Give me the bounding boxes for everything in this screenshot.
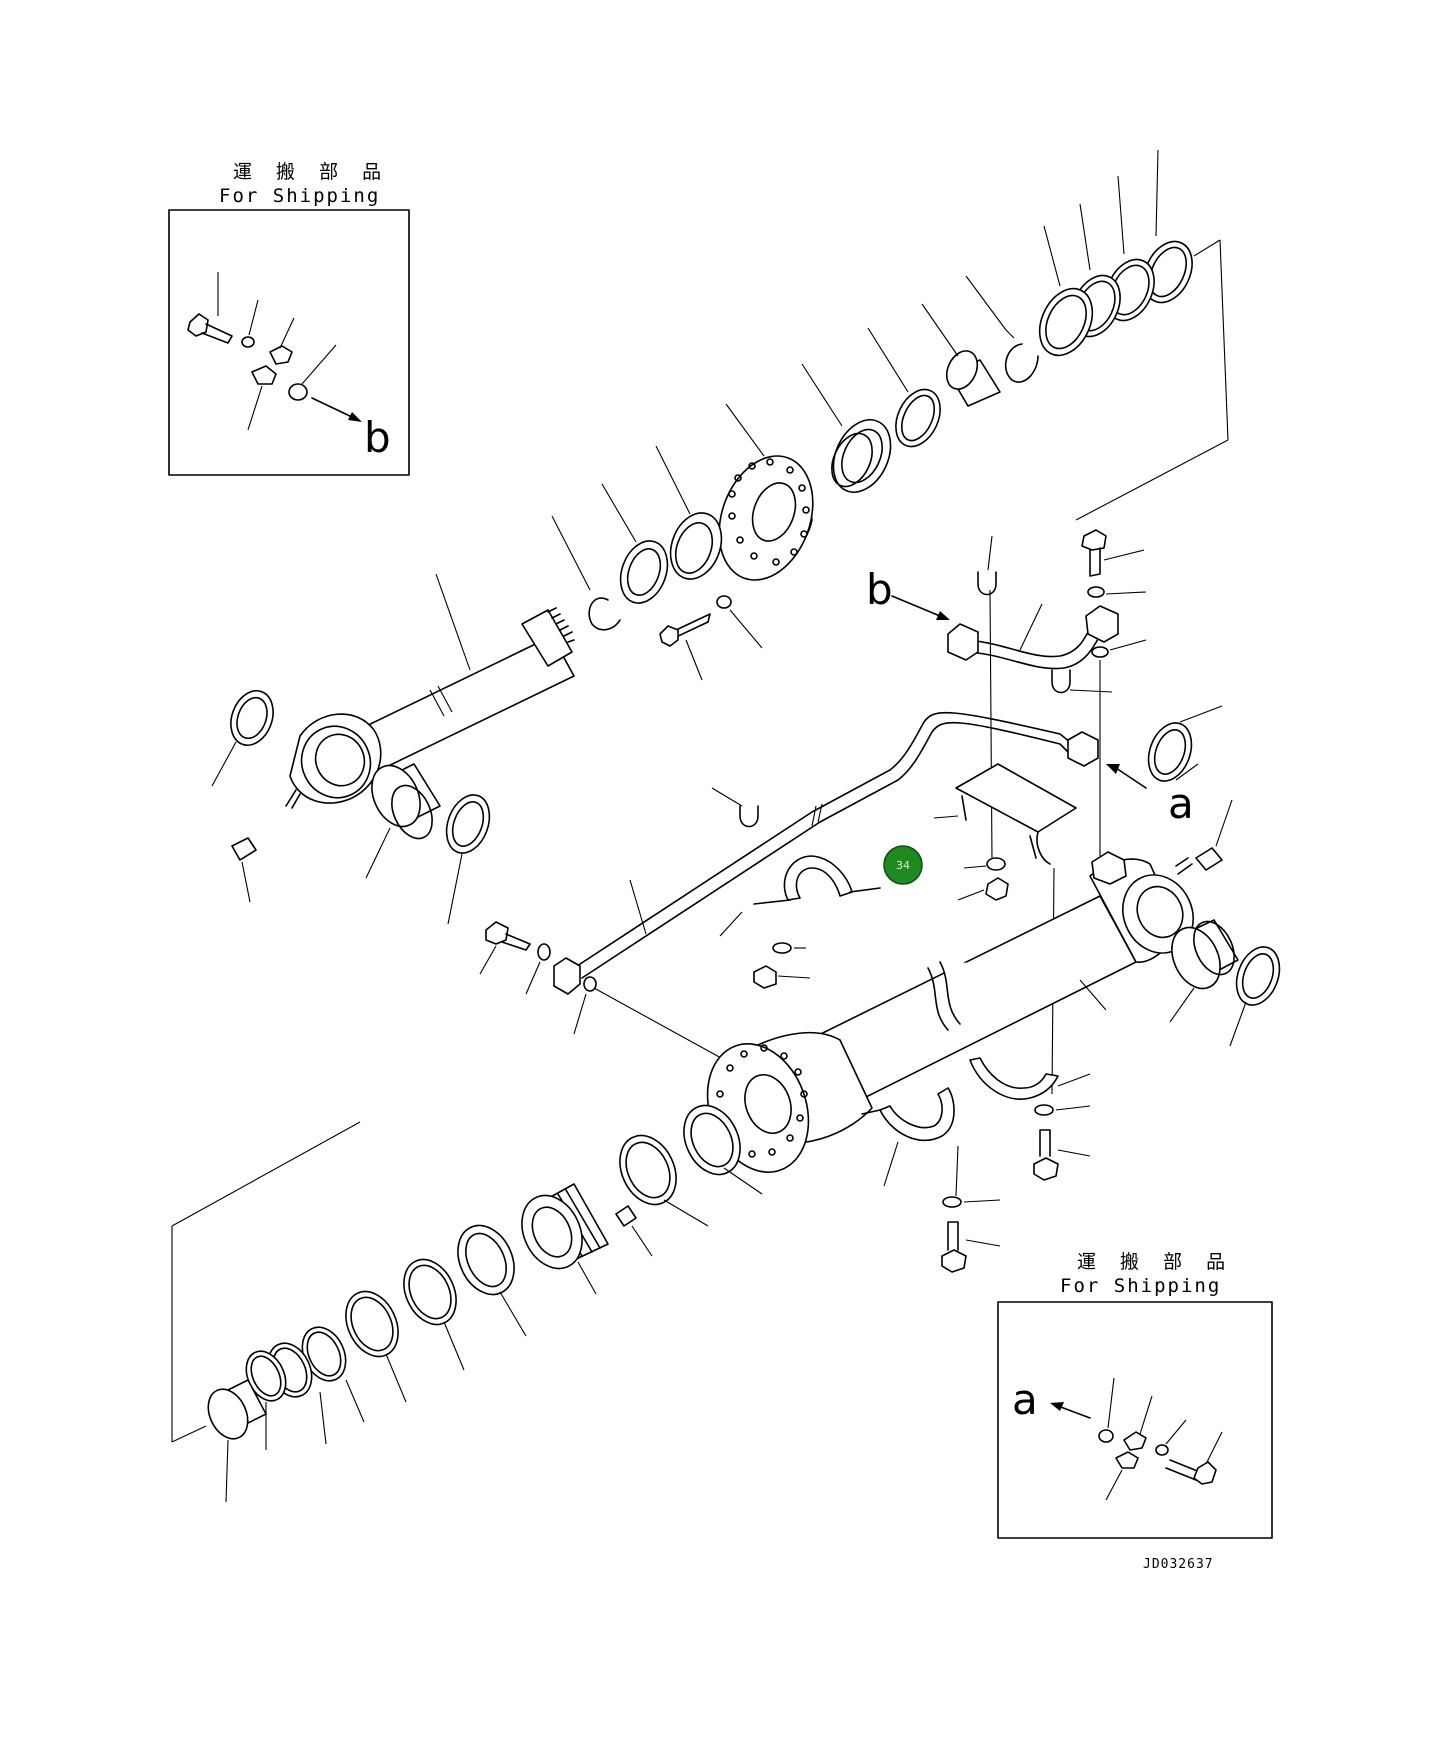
view-ref-a-arrow xyxy=(1106,764,1147,789)
cylinder-head xyxy=(718,403,814,581)
drawing-code: JD032637 xyxy=(1143,1557,1214,1572)
wear-ring xyxy=(619,1134,709,1227)
inset-b-washer xyxy=(241,299,259,348)
inset-b-clamp xyxy=(247,317,295,431)
view-ref-b: b xyxy=(866,565,893,614)
rod-bushing xyxy=(655,445,723,580)
inset-b-letter: b xyxy=(364,413,391,462)
tube-pin-seal xyxy=(1229,946,1281,1047)
rod-snap-ring xyxy=(551,515,621,631)
head-washer xyxy=(716,595,763,649)
seal-ring-stack xyxy=(551,149,1193,681)
piston-ring-6 xyxy=(245,1350,287,1450)
piston-ring-3 xyxy=(345,1290,407,1403)
dust-seal-1 xyxy=(1143,149,1193,304)
shipping-inset-a: 運 搬 部 品 For Shipping a xyxy=(997,1251,1273,1539)
top-washer xyxy=(1087,586,1147,598)
inset-a-arrow xyxy=(1050,1402,1091,1419)
pipe-end-washer xyxy=(525,943,551,995)
rod-seal xyxy=(601,483,669,604)
seal-ring-4 xyxy=(1038,225,1094,357)
inset-b-frame xyxy=(168,209,410,476)
piston-seal-stack xyxy=(207,1104,763,1503)
perspective-guides xyxy=(171,239,1229,1443)
cylinder-tube xyxy=(706,799,1281,1173)
upper-band xyxy=(719,855,881,937)
rod-packing xyxy=(801,363,892,493)
view-ref-b-arrow xyxy=(891,595,950,620)
top-oring xyxy=(1091,639,1147,856)
callout-34-label: 34 xyxy=(896,859,910,872)
top-bolt xyxy=(1081,529,1145,577)
shipping-label-jp-2: 運 搬 部 品 xyxy=(1077,1251,1234,1273)
inset-a-clamp xyxy=(1105,1395,1153,1501)
inset-a-washer xyxy=(1155,1419,1187,1456)
rod-pin-bushing xyxy=(365,763,441,879)
inset-a-frame xyxy=(997,1301,1273,1539)
buffer-ring xyxy=(867,327,941,448)
piston-ring-2 xyxy=(403,1258,465,1371)
rod-grease-fitting xyxy=(231,789,301,903)
rod-pin-seal-2 xyxy=(445,794,491,925)
pipe-end-oring xyxy=(573,976,733,1065)
cushion-ring xyxy=(683,1104,763,1195)
shipping-inset-b: 運 搬 部 品 For Shipping xyxy=(168,161,410,476)
piston-ring-1 xyxy=(457,1224,527,1337)
right-pipe-seal xyxy=(1147,705,1223,782)
tube-pin-bushing xyxy=(1169,919,1239,1023)
set-screw xyxy=(615,1205,653,1257)
rod-pin-seal xyxy=(211,690,274,787)
lower-band-right xyxy=(969,1057,1091,1181)
inset-b-oring xyxy=(288,344,337,401)
pipe-end-bolt xyxy=(479,921,531,975)
tube-grease-fitting xyxy=(1175,799,1233,875)
u-bolt-mid xyxy=(711,787,759,828)
lower-band-left xyxy=(861,1087,955,1187)
piston-rod xyxy=(211,573,575,925)
callout-34[interactable]: 34 xyxy=(883,845,923,885)
callout-34-circle[interactable] xyxy=(883,845,923,885)
long-pipe-assembly: a xyxy=(479,669,1223,1065)
bottom-bolt xyxy=(941,1145,1001,1273)
inset-b-bolt xyxy=(187,272,233,344)
u-bolt-right xyxy=(1051,669,1113,694)
nut-bushing xyxy=(207,1379,267,1503)
inset-b-arrow xyxy=(311,397,362,422)
piston xyxy=(521,1183,609,1295)
bushing xyxy=(921,303,1001,407)
head-bolt xyxy=(659,613,711,681)
shipping-label-en: For Shipping xyxy=(219,185,380,207)
inset-a-letter: a xyxy=(1012,1375,1038,1424)
piston-ring-4 xyxy=(301,1326,365,1423)
inset-a-bolt xyxy=(1165,1431,1223,1485)
upper-pipe-assembly: b xyxy=(866,529,1147,861)
u-bolt-top xyxy=(977,535,997,861)
shipping-label-jp: 運 搬 部 品 xyxy=(233,161,390,183)
shipping-label-en-2: For Shipping xyxy=(1060,1275,1221,1297)
snap-ring xyxy=(965,275,1039,383)
inset-a-oring xyxy=(1098,1377,1115,1443)
hardware-nut-washer xyxy=(753,857,1009,989)
view-ref-a: a xyxy=(1168,779,1194,828)
